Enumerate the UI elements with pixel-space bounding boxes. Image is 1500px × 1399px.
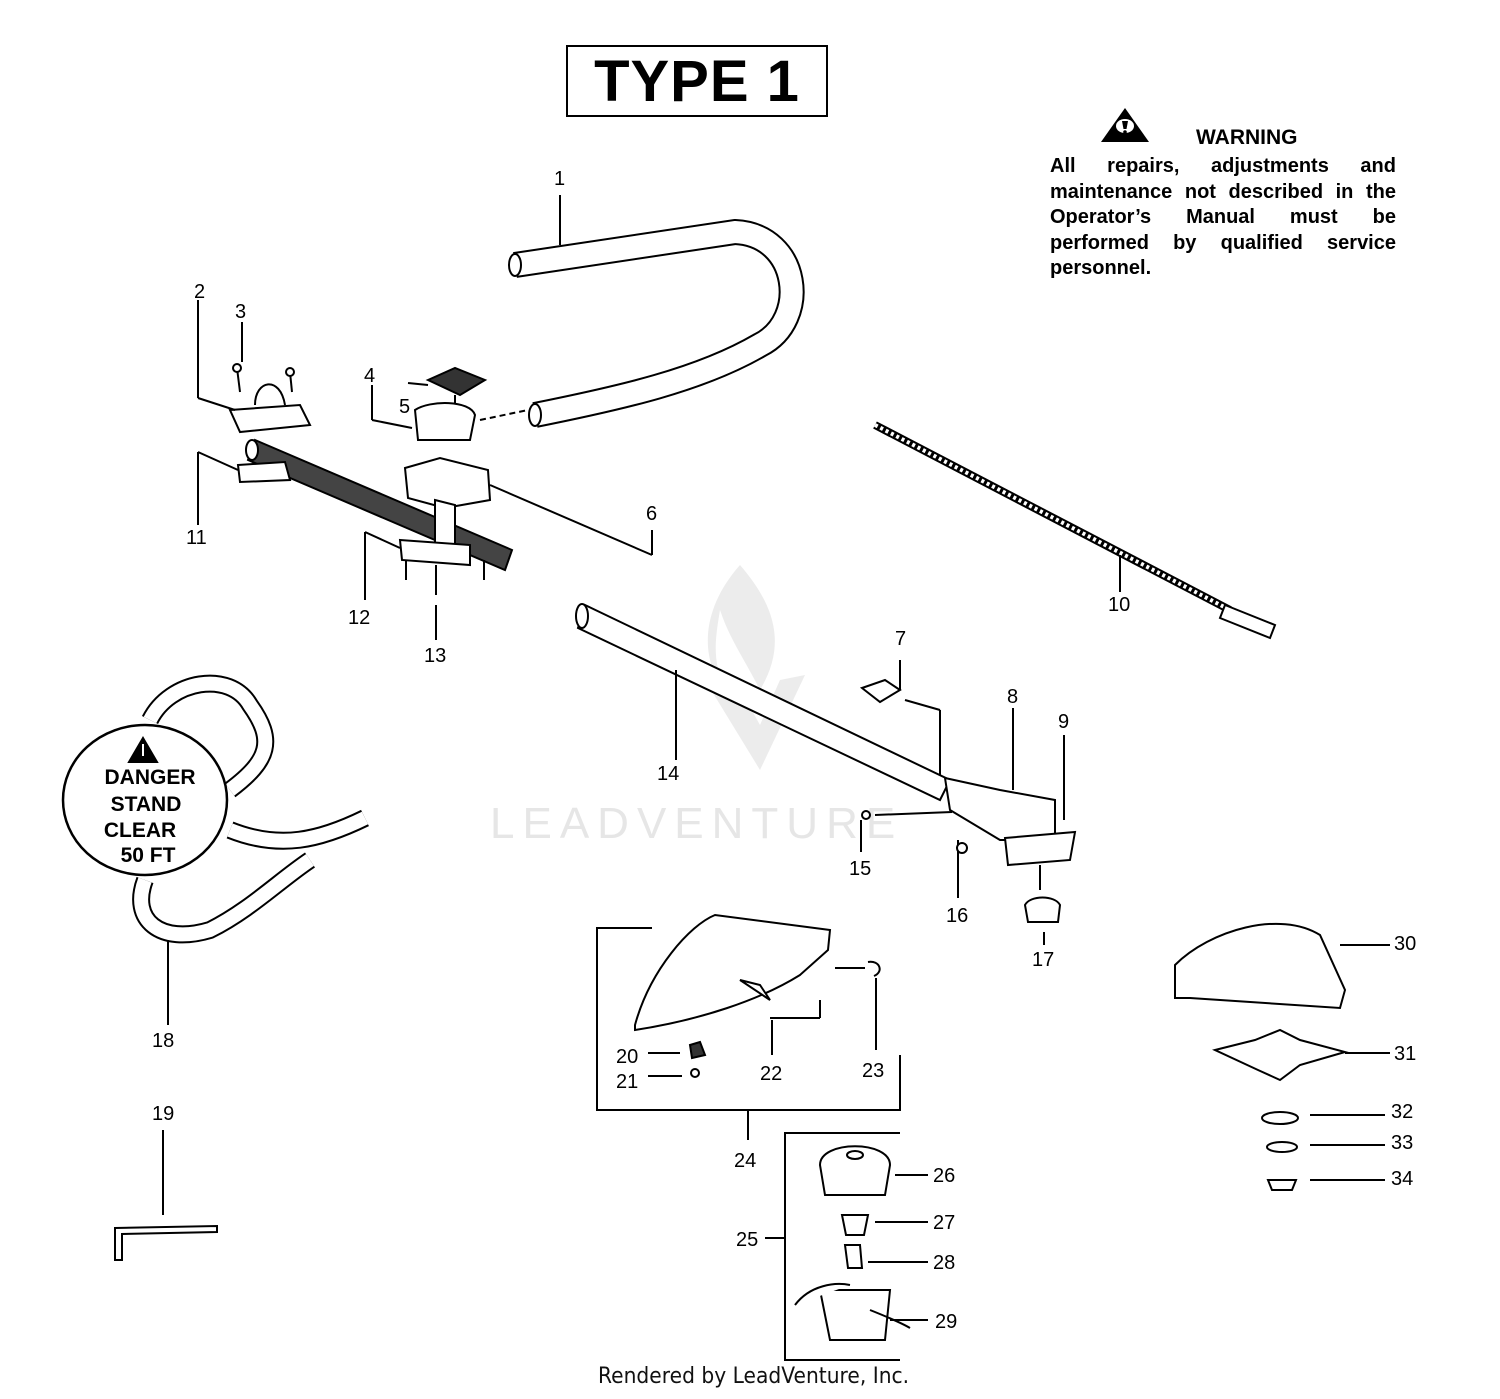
part-label: 8 [1007, 686, 1018, 708]
part-label: 30 [1394, 933, 1416, 955]
handle-bracket [197, 300, 312, 434]
part-label: 34 [1391, 1168, 1413, 1190]
part-label: 27 [933, 1212, 955, 1234]
hex-key [114, 1130, 218, 1261]
part-label: 16 [946, 905, 968, 927]
part-label: 17 [1032, 949, 1054, 971]
handle-tube [508, 195, 805, 428]
part-label: 3 [235, 301, 246, 323]
part-label: 11 [186, 527, 207, 549]
warning-triangle-icon [1101, 108, 1149, 142]
part-label: 15 [849, 858, 871, 880]
part-label: 19 [152, 1103, 174, 1125]
part-label: 2 [194, 281, 205, 303]
trimmer-head [765, 1132, 928, 1361]
part-label: 29 [935, 1311, 957, 1333]
part-label: 25 [736, 1229, 758, 1251]
svg-text:STAND: STAND [111, 793, 182, 816]
main-tube-clamp [197, 438, 653, 640]
clamp-knob [371, 366, 529, 441]
part-label: 4 [364, 365, 375, 387]
part-label: 22 [760, 1063, 782, 1085]
part-label: 21 [616, 1071, 638, 1093]
blade-kit [1174, 922, 1390, 1191]
part-label: 7 [895, 628, 906, 650]
danger-tag: DANGER STAND CLEAR 50 FT [104, 766, 196, 867]
svg-text:CLEAR: CLEAR [104, 819, 176, 842]
part-label: 13 [424, 645, 446, 667]
footer-credit: Rendered by LeadVenture, Inc. [598, 1364, 910, 1389]
part-label: 10 [1108, 594, 1130, 616]
type-title: TYPE 1 [594, 48, 800, 114]
part-number-labels: 1 2 3 4 5 6 7 8 9 10 11 12 13 14 15 16 1… [152, 168, 1416, 1333]
part-label: 31 [1394, 1043, 1416, 1065]
watermark-text: LEADVENTURE [490, 799, 903, 848]
part-label: 18 [152, 1030, 174, 1052]
shoulder-harness [61, 674, 369, 1025]
part-label: 14 [657, 763, 679, 785]
warning-text: All repairs, adjustments and maintenance… [1050, 155, 1396, 279]
part-label: 12 [348, 607, 370, 629]
part-label: 20 [616, 1046, 638, 1068]
svg-text:50 FT: 50 FT [121, 844, 176, 867]
part-label: 33 [1391, 1132, 1413, 1154]
part-label: 9 [1058, 711, 1069, 733]
part-label: 23 [862, 1060, 884, 1082]
guard-kit [596, 913, 901, 1140]
warning-notice: WARNING All repairs, adjustments and mai… [1050, 100, 1396, 282]
type-title-box: TYPE 1 [566, 45, 828, 117]
drive-shaft [873, 421, 1277, 640]
lower-tube-gearhead [575, 603, 1077, 945]
part-label: 1 [554, 168, 565, 190]
watermark: LEADVENTURE [490, 565, 903, 848]
part-label: 28 [933, 1252, 955, 1274]
part-label: 5 [399, 396, 410, 418]
warning-heading: WARNING [1196, 126, 1298, 149]
part-label: 24 [734, 1150, 756, 1172]
part-label: 26 [933, 1165, 955, 1187]
svg-text:DANGER: DANGER [104, 766, 195, 789]
part-label: 6 [646, 503, 657, 525]
part-label: 32 [1391, 1101, 1413, 1123]
